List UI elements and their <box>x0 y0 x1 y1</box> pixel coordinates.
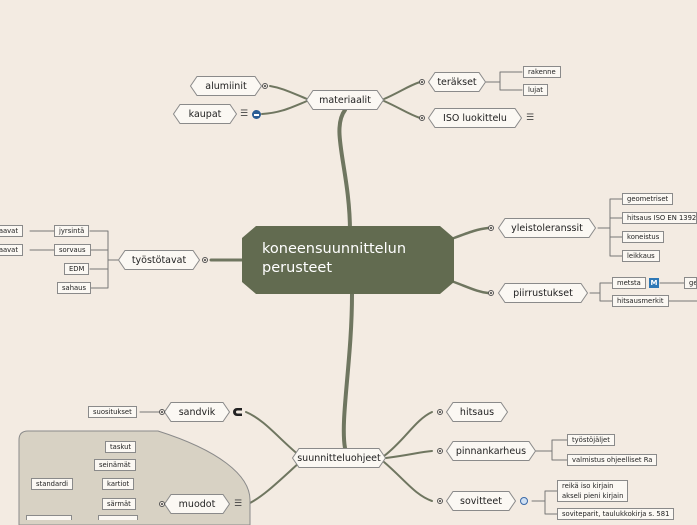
topic-label: kaupat <box>188 108 222 120</box>
topic-shape <box>291 448 387 468</box>
notes-icon[interactable]: ☰ <box>240 109 249 119</box>
leaf-lujat[interactable]: lujat <box>523 84 548 96</box>
leaf-leikkaus[interactable]: leikkaus <box>622 250 660 262</box>
topic-shape <box>445 441 537 461</box>
leaf-koneistus[interactable]: koneistus <box>622 231 665 243</box>
collapse-toggle[interactable] <box>437 409 443 415</box>
topic-label: sovitteet <box>460 495 502 507</box>
leaf-muodot-partial-left[interactable] <box>26 515 72 520</box>
leaf-metsta-child[interactable]: ge <box>684 277 697 289</box>
topic-shape <box>305 90 385 110</box>
topic-label: työstötavat <box>131 254 187 266</box>
collapse-toggle[interactable] <box>159 501 165 507</box>
topic-label: sandvik <box>178 406 216 418</box>
notes-icon[interactable]: ☰ <box>234 499 243 509</box>
topic-sandvik[interactable]: sandvik <box>163 402 231 422</box>
leaf-kaavat-sorvaus[interactable]: kaavat <box>0 244 23 256</box>
leaf-taskut[interactable]: taskut <box>105 441 137 453</box>
leaf-kartiot[interactable]: kartiot <box>102 478 135 490</box>
topic-shape <box>172 104 238 124</box>
leaf-suositukset[interactable]: suositukset <box>88 406 137 418</box>
leaf-standardi[interactable]: standardi <box>31 478 74 490</box>
topic-label: ISO luokittelu <box>443 112 507 124</box>
topic-muodot[interactable]: muodot <box>163 494 231 514</box>
central-topic-line1: koneensuunnittelun <box>262 241 407 257</box>
collapse-toggle[interactable] <box>437 498 443 504</box>
leaf-jyrsinta[interactable]: jyrsintä <box>54 225 90 237</box>
leaf-sorvaus[interactable]: sorvaus <box>54 244 91 256</box>
topic-label: yleistoleranssit <box>511 222 583 234</box>
leaf-muodot-partial[interactable] <box>98 515 138 520</box>
leaf-tyojaljet[interactable]: työstöjäljet <box>567 434 615 446</box>
globe-link-icon[interactable] <box>520 497 528 505</box>
collapse-toggle[interactable] <box>202 257 208 263</box>
topic-pinnankarheus[interactable]: pinnankarheus <box>445 441 537 461</box>
leaf-metsta[interactable]: metsta <box>612 277 646 289</box>
leaf-kaavat-jyrsinta[interactable]: kaavat <box>0 225 23 237</box>
topic-label: pinnankarheus <box>455 445 527 457</box>
collapse-toggle[interactable] <box>419 115 425 121</box>
topic-shape <box>445 491 517 511</box>
topic-shape <box>445 402 509 422</box>
collapse-toggle[interactable] <box>488 225 494 231</box>
topic-label: piirrustukset <box>513 287 573 299</box>
topic-iso-luokittelu[interactable]: ISO luokittelu <box>427 108 523 128</box>
leaf-soviteparit[interactable]: soviteparit, taulukkokirja s. 581 <box>557 508 675 520</box>
leaf-rakenne[interactable]: rakenne <box>523 66 561 78</box>
magnet-icon[interactable] <box>233 407 243 417</box>
leaf-hitsausmerkit[interactable]: hitsausmerkit <box>612 295 669 307</box>
topic-alumiinit[interactable]: alumiinit <box>189 76 263 96</box>
leaf-sarmat[interactable]: särmät <box>102 498 136 510</box>
topic-label: suunnitteluohjeet <box>297 452 381 464</box>
leaf-sahaus[interactable]: sahaus <box>57 282 92 294</box>
topic-yleistoleranssit[interactable]: yleistoleranssit <box>497 218 597 238</box>
collapse-toggle[interactable] <box>419 79 425 85</box>
central-topic-shape <box>242 226 454 294</box>
topic-label: teräkset <box>437 76 477 88</box>
link-icon[interactable] <box>252 110 261 119</box>
collapse-toggle[interactable] <box>159 409 165 415</box>
topic-label: hitsaus <box>459 406 495 418</box>
collapse-toggle[interactable] <box>262 83 268 89</box>
leaf-seinamat[interactable]: seinämät <box>94 459 136 471</box>
topic-shape <box>427 108 523 128</box>
topic-hitsaus[interactable]: hitsaus <box>445 402 509 422</box>
notes-icon[interactable]: ☰ <box>526 113 535 123</box>
topic-materiaalit[interactable]: materiaalit <box>305 90 385 110</box>
central-topic-label: koneensuunnittelun perusteet <box>262 240 406 278</box>
collapse-toggle[interactable] <box>488 290 494 296</box>
topic-sovitteet[interactable]: sovitteet <box>445 491 517 511</box>
topic-label: materiaalit <box>319 94 371 106</box>
leaf-line: reikä iso kirjain <box>562 482 614 490</box>
topic-piirrustukset[interactable]: piirrustukset <box>497 283 589 303</box>
leaf-geometriset[interactable]: geometriset <box>622 193 674 205</box>
leaf-valmistus-ra[interactable]: valmistus ohjeelliset Ra <box>567 454 658 466</box>
topic-tyostotavat[interactable]: työstötavat <box>117 250 201 270</box>
central-topic[interactable]: koneensuunnittelun perusteet <box>242 226 454 294</box>
collapse-toggle[interactable] <box>437 448 443 454</box>
topic-label: alumiinit <box>205 80 247 92</box>
leaf-line: akseli pieni kirjain <box>562 491 624 500</box>
topic-label: muodot <box>178 498 216 510</box>
central-topic-line2: perusteet <box>262 260 333 276</box>
topic-kaupat[interactable]: kaupat <box>172 104 238 124</box>
topic-shape <box>117 250 201 270</box>
topic-suunnitteluohjeet[interactable]: suunnitteluohjeet <box>291 448 387 468</box>
leaf-edm[interactable]: EDM <box>64 263 90 275</box>
mindmap-link-badge[interactable]: M <box>649 278 659 288</box>
leaf-hitsaus-iso[interactable]: hitsaus ISO EN 13920 <box>622 212 697 224</box>
topic-terakset[interactable]: teräkset <box>427 72 487 92</box>
leaf-reika-akseli[interactable]: reikä iso kirjain akseli pieni kirjain <box>557 480 629 502</box>
topic-shape <box>189 76 263 96</box>
topic-shape <box>497 283 589 303</box>
topic-shape <box>427 72 487 92</box>
topic-shape <box>497 218 597 238</box>
